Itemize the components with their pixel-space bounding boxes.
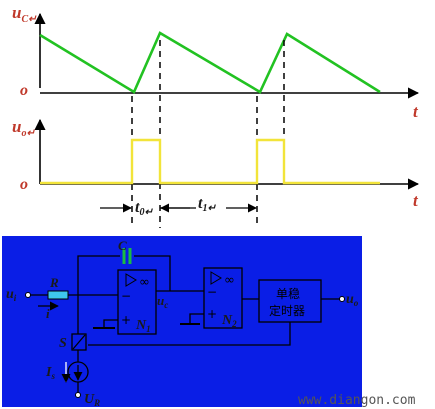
bottom-pulse-line <box>40 138 380 185</box>
capacitor-label: C <box>118 238 127 253</box>
watermark-text: www.diangon.com <box>298 393 416 408</box>
timing-brackets: t0↵ t1↵ <box>100 195 257 218</box>
opamp-n2-plus: + <box>207 307 217 321</box>
bottom-y-label: uo↵ <box>12 117 35 139</box>
input-terminal <box>25 292 31 298</box>
ref-label: UR <box>84 392 100 408</box>
n2-ground-wire <box>189 313 204 324</box>
bottom-x-label: t <box>413 191 419 210</box>
n1-output-label: uc <box>157 293 168 310</box>
opamp-n2-triangle <box>210 271 222 285</box>
switch-label: S <box>59 336 67 351</box>
t1-label: t1↵ <box>198 195 216 214</box>
opamp-n1-triangle <box>125 273 137 287</box>
top-y-label: uC↵ <box>12 3 37 25</box>
monostable-line1: 单稳 <box>276 286 300 301</box>
switch-control-wire <box>88 322 291 346</box>
resistor-r <box>47 290 69 300</box>
source-label: Is <box>45 365 55 381</box>
top-waveform-panel: uC↵ o t <box>12 3 420 121</box>
current-label: i <box>46 306 50 321</box>
opamp-n2 <box>203 267 243 329</box>
n1-ground-wire <box>103 319 118 328</box>
opamp-n2-label: N2 <box>221 313 237 329</box>
top-sawtooth-line <box>39 31 381 94</box>
top-x-label: t <box>413 102 419 121</box>
opamp-n1-label: N1 <box>135 318 151 334</box>
opamp-n2-infinity: ∞ <box>224 273 235 288</box>
resistor-label: R <box>49 275 59 290</box>
monostable-line2: 定时器 <box>269 303 305 318</box>
bottom-origin-label: o <box>20 176 28 193</box>
opamp-n1 <box>117 269 157 335</box>
output-label: uo <box>346 292 359 308</box>
input-label: ui <box>6 287 17 303</box>
switch-blade <box>72 334 86 350</box>
bottom-waveform-panel: uo↵ o t <box>12 117 420 210</box>
ref-terminal <box>75 392 81 398</box>
feedback-wire-right <box>134 255 171 291</box>
output-terminal <box>339 296 345 302</box>
circuit-panel: C ui R i ∞ − + N1 uc ∞ − + N2 单稳 定 <box>2 236 362 408</box>
feedback-wire <box>77 255 120 295</box>
t0-label: t0↵ <box>135 199 153 218</box>
opamp-n2-minus: − <box>207 285 217 299</box>
opamp-n1-plus: + <box>121 313 131 327</box>
timing-guides <box>131 40 285 228</box>
monostable-timer <box>258 279 322 323</box>
top-origin-label: o <box>20 82 28 99</box>
opamp-n1-minus: − <box>121 289 131 303</box>
opamp-n1-infinity: ∞ <box>139 275 150 290</box>
